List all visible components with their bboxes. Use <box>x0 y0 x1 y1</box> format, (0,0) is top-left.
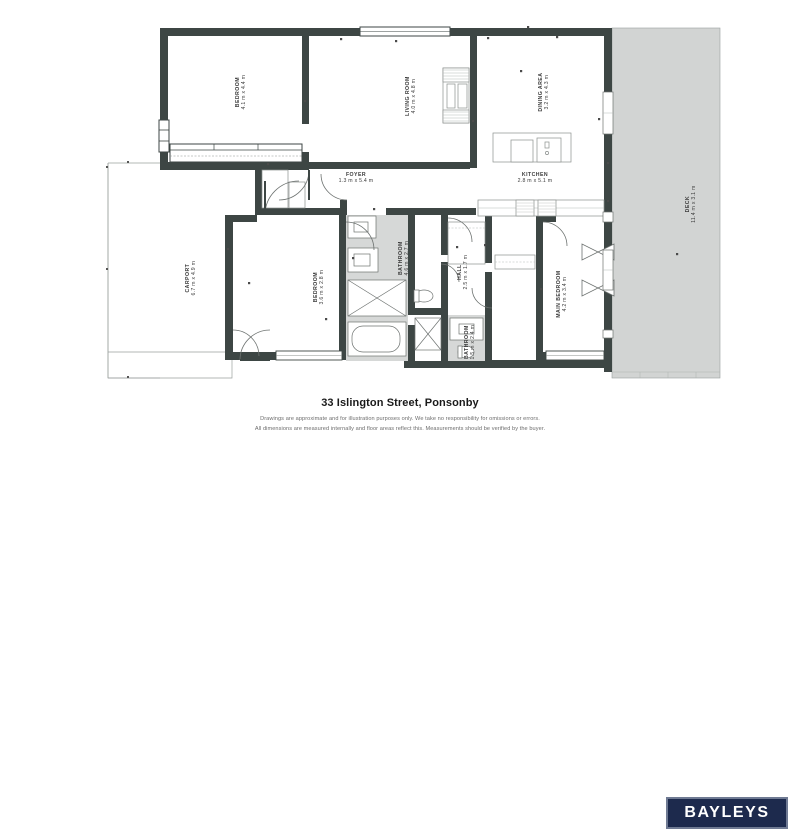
carport-area <box>106 161 233 379</box>
bayleys-logo-text: BAYLEYS <box>684 804 770 821</box>
door-swings <box>232 169 568 361</box>
window-bedroom2 <box>275 350 343 361</box>
wardrobe-hall <box>447 221 486 265</box>
entry-joinery <box>261 169 306 209</box>
window-bedroom1-left <box>158 119 170 153</box>
wardrobe-main-bedroom <box>494 254 536 270</box>
fireplace-unit <box>442 67 470 124</box>
kitchen-joinery <box>492 132 572 163</box>
deck-sliders <box>602 91 614 339</box>
disclaimer-line-2: All dimensions are measured internally a… <box>254 425 546 432</box>
dimension-ticks <box>227 26 679 321</box>
window-living-top <box>359 26 451 37</box>
kitchen-bench <box>477 199 605 217</box>
disclaimer-line-1: Drawings are approximate and for illustr… <box>260 416 540 422</box>
property-address: 33 Islington Street, Ponsonby <box>321 397 479 409</box>
window-main-bedroom <box>545 350 605 361</box>
shower-secondary <box>414 317 442 351</box>
bathroom2-fixtures <box>449 317 484 359</box>
slider-bedroom1 <box>169 143 303 163</box>
deck-area <box>611 27 721 379</box>
bathroom1-fixtures <box>347 215 434 357</box>
footer: 33 Islington Street, Ponsonby Drawings a… <box>0 395 800 829</box>
bayleys-logo: BAYLEYS <box>666 797 788 829</box>
disclaimer: Drawings are approximate and for illustr… <box>0 415 800 435</box>
floorplan-drawing <box>0 0 800 395</box>
